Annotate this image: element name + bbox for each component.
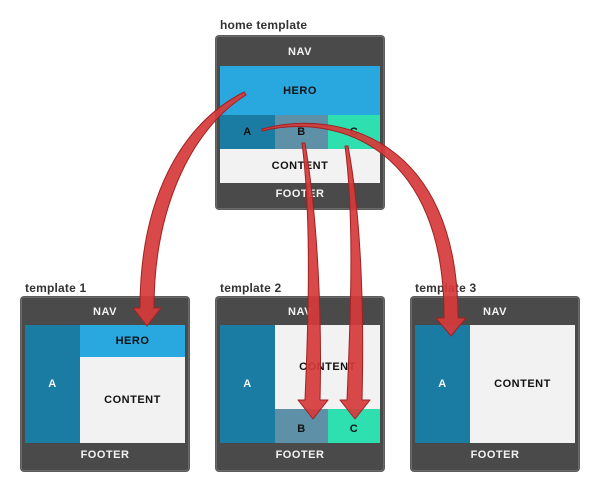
home-template-label: home template: [220, 18, 308, 32]
template-1-hero: HERO: [80, 325, 185, 357]
home-hero: HERO: [220, 66, 380, 115]
template-1: NAV A HERO CONTENT FOOTER: [21, 297, 189, 471]
template-1-content: CONTENT: [80, 357, 185, 443]
template-2-block-c: C: [328, 409, 380, 443]
template-3-nav: NAV: [415, 299, 575, 325]
template-2-footer: FOOTER: [220, 443, 380, 467]
template-2-nav: NAV: [220, 299, 380, 325]
template-3: NAV A CONTENT FOOTER: [411, 297, 579, 471]
home-block-b: B: [275, 115, 328, 149]
template-1-footer: FOOTER: [25, 443, 185, 467]
template-3-block-a: A: [415, 325, 470, 443]
home-nav: NAV: [220, 38, 380, 66]
template-2: NAV A CONTENT B C FOOTER: [216, 297, 384, 471]
template-3-label: template 3: [415, 281, 477, 295]
template-1-label: template 1: [25, 281, 87, 295]
template-2-block-a: A: [220, 325, 275, 443]
home-block-a: A: [220, 115, 275, 149]
home-footer: FOOTER: [220, 183, 380, 205]
home-block-c: C: [328, 115, 380, 149]
template-2-content: CONTENT: [275, 325, 380, 409]
template-3-footer: FOOTER: [415, 443, 575, 467]
template-2-block-b: B: [275, 409, 328, 443]
template-1-nav: NAV: [25, 299, 185, 325]
home-template: NAV HERO A B C CONTENT FOOTER: [216, 36, 384, 209]
home-content: CONTENT: [220, 149, 380, 183]
template-2-label: template 2: [220, 281, 282, 295]
template-3-content: CONTENT: [470, 325, 575, 443]
template-1-block-a: A: [25, 325, 80, 443]
